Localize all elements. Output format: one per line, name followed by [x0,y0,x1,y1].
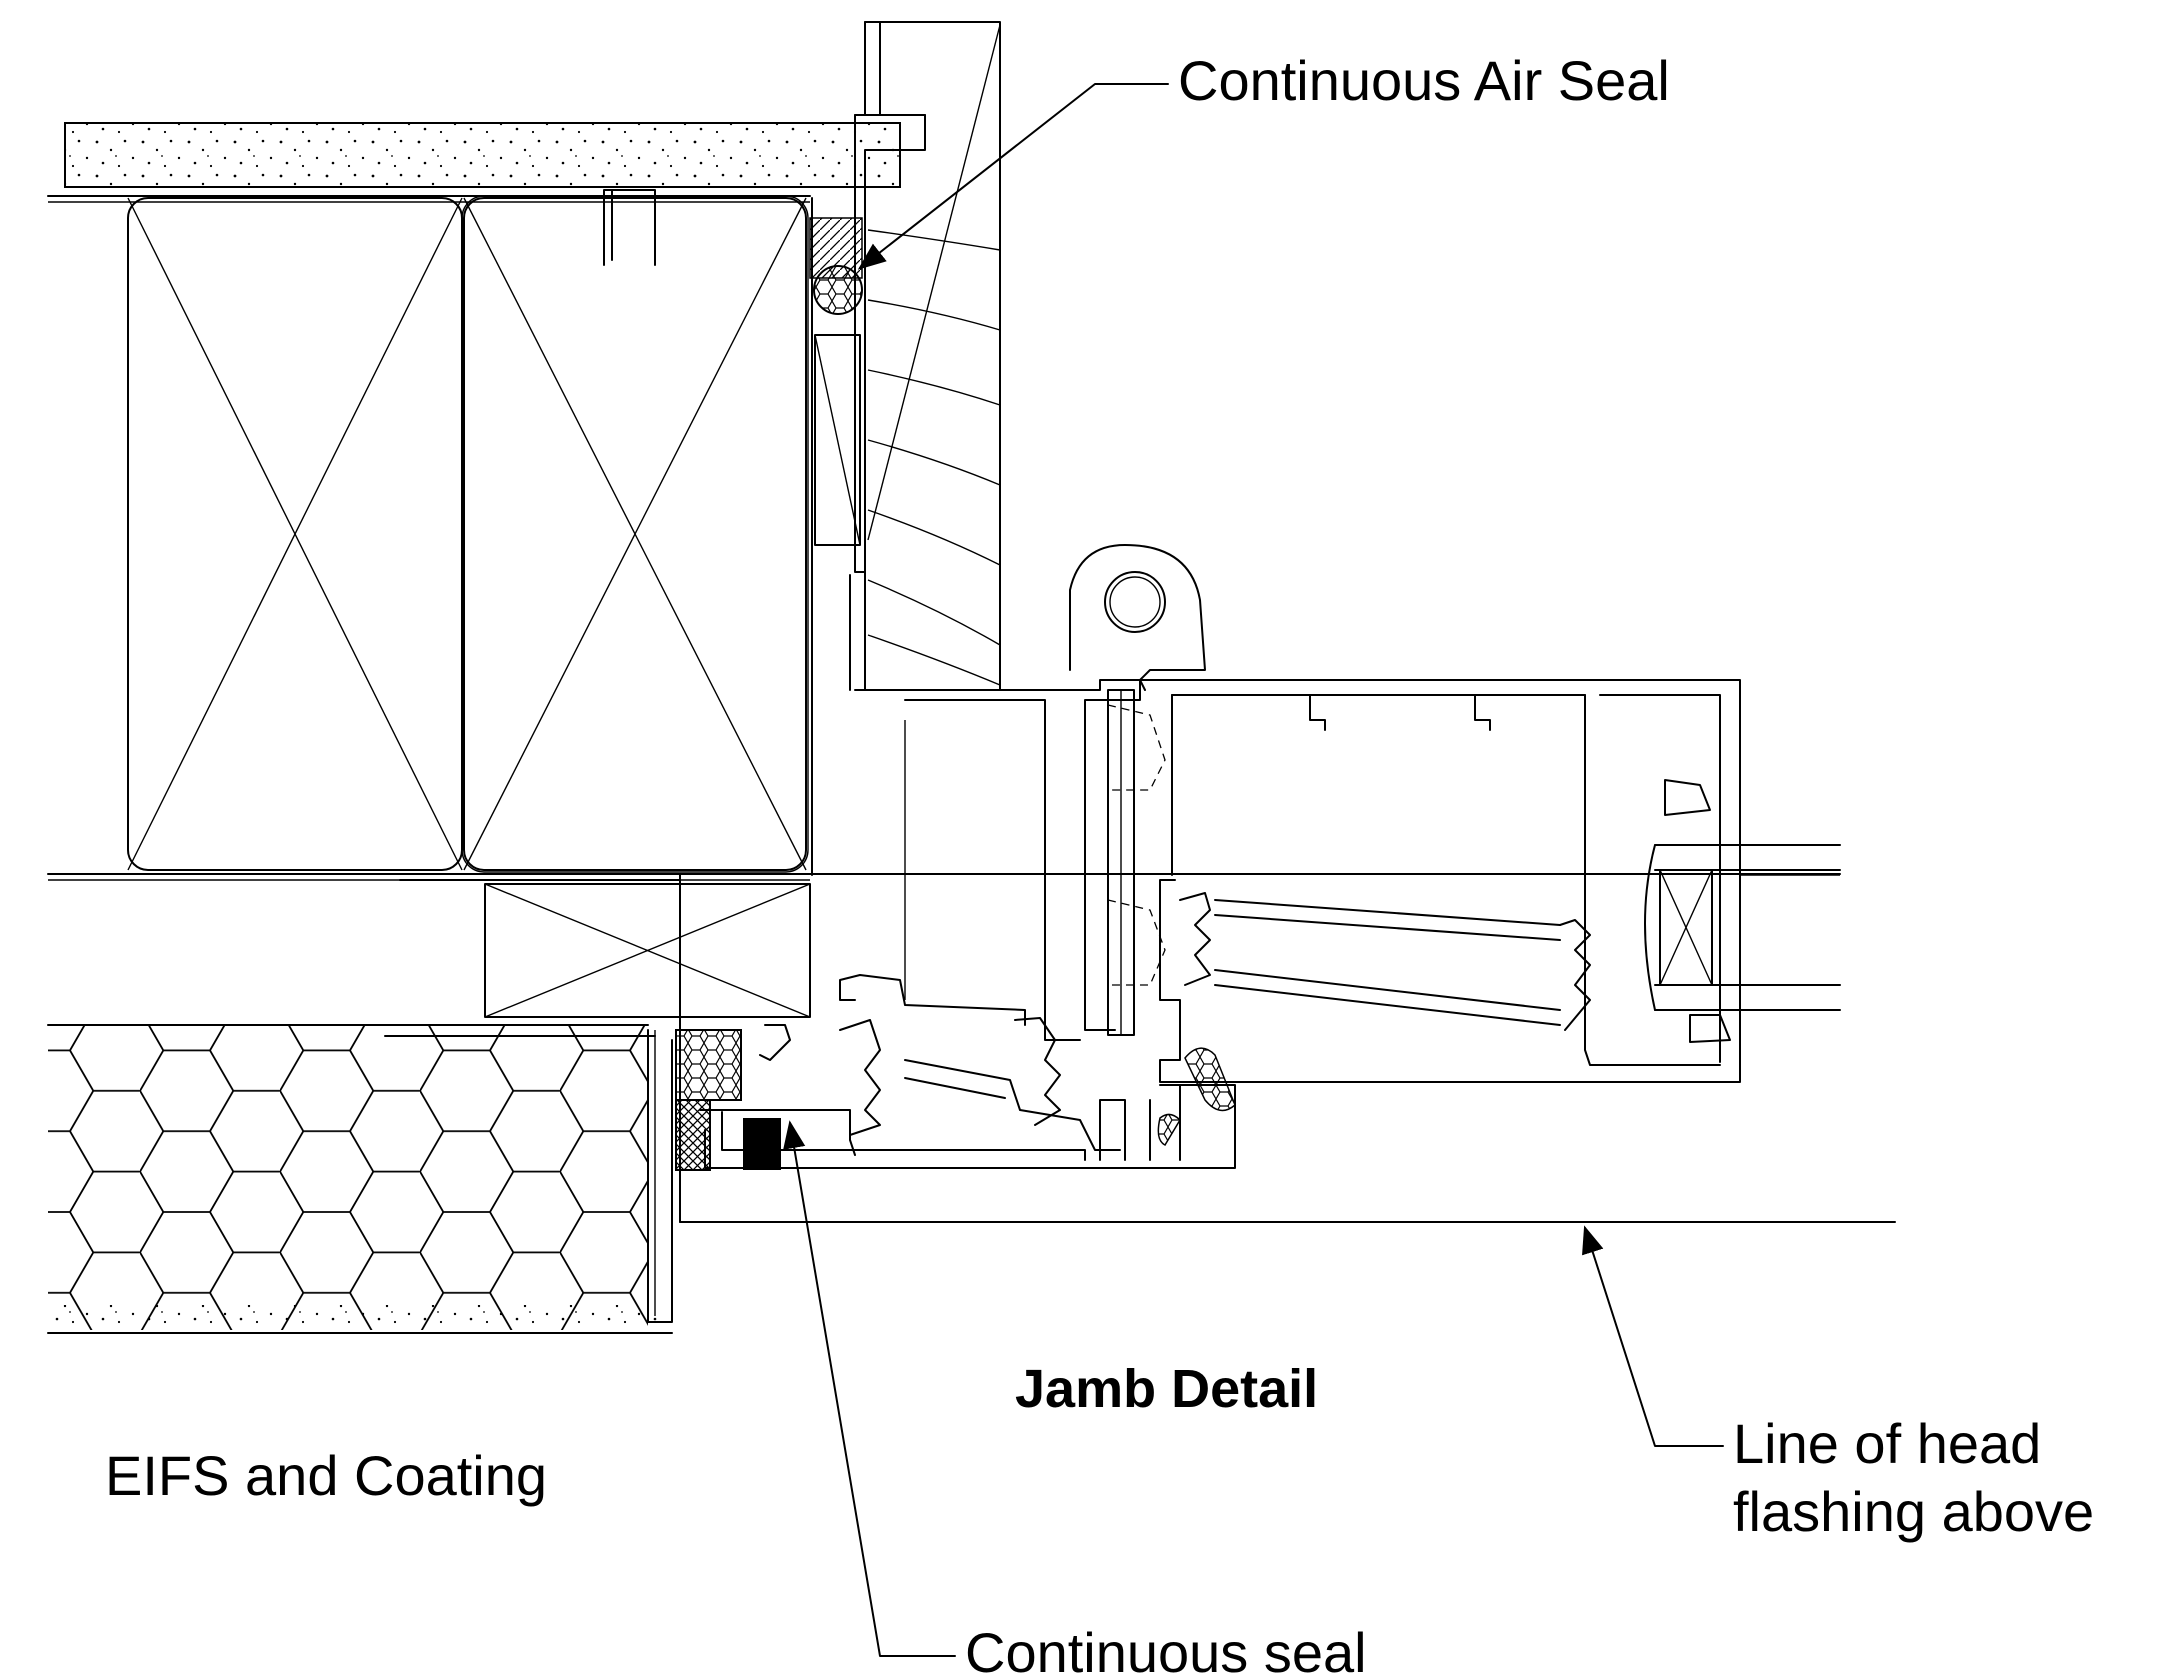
glazing-unit [1644,844,1841,1011]
head-flashing-leader [1582,1225,1724,1447]
continuous-seal-leader [783,1120,956,1657]
fastener-clip [603,189,656,266]
insulation-block-left [127,197,463,871]
shim [814,334,861,546]
eifs-insulation [47,1024,673,1334]
wood-blocking [484,883,811,1018]
head-flashing-label-line1: Line of head [1733,1412,2041,1475]
insulation-block-right [461,195,809,873]
window-frame [699,544,1741,1169]
air-seal-backer-rod [813,265,863,315]
head-flashing-label-line2: flashing above [1733,1480,2094,1543]
air-seal-leader [857,83,1169,270]
hinge-pin [1104,571,1166,633]
top-sheathing-panel [64,122,901,188]
glazing-spacer [1659,869,1713,986]
wall-assembly [47,122,1896,1334]
wood-jamb [809,21,1001,876]
continuous-seal-label: Continuous seal [965,1621,1367,1676]
eifs-label: EIFS and Coating [105,1444,547,1507]
leader-lines [783,83,1724,1657]
continuous-seal-backer [675,1029,781,1171]
diagram-title: Jamb Detail [1015,1359,1318,1419]
air-seal-label: Continuous Air Seal [1178,49,1670,112]
